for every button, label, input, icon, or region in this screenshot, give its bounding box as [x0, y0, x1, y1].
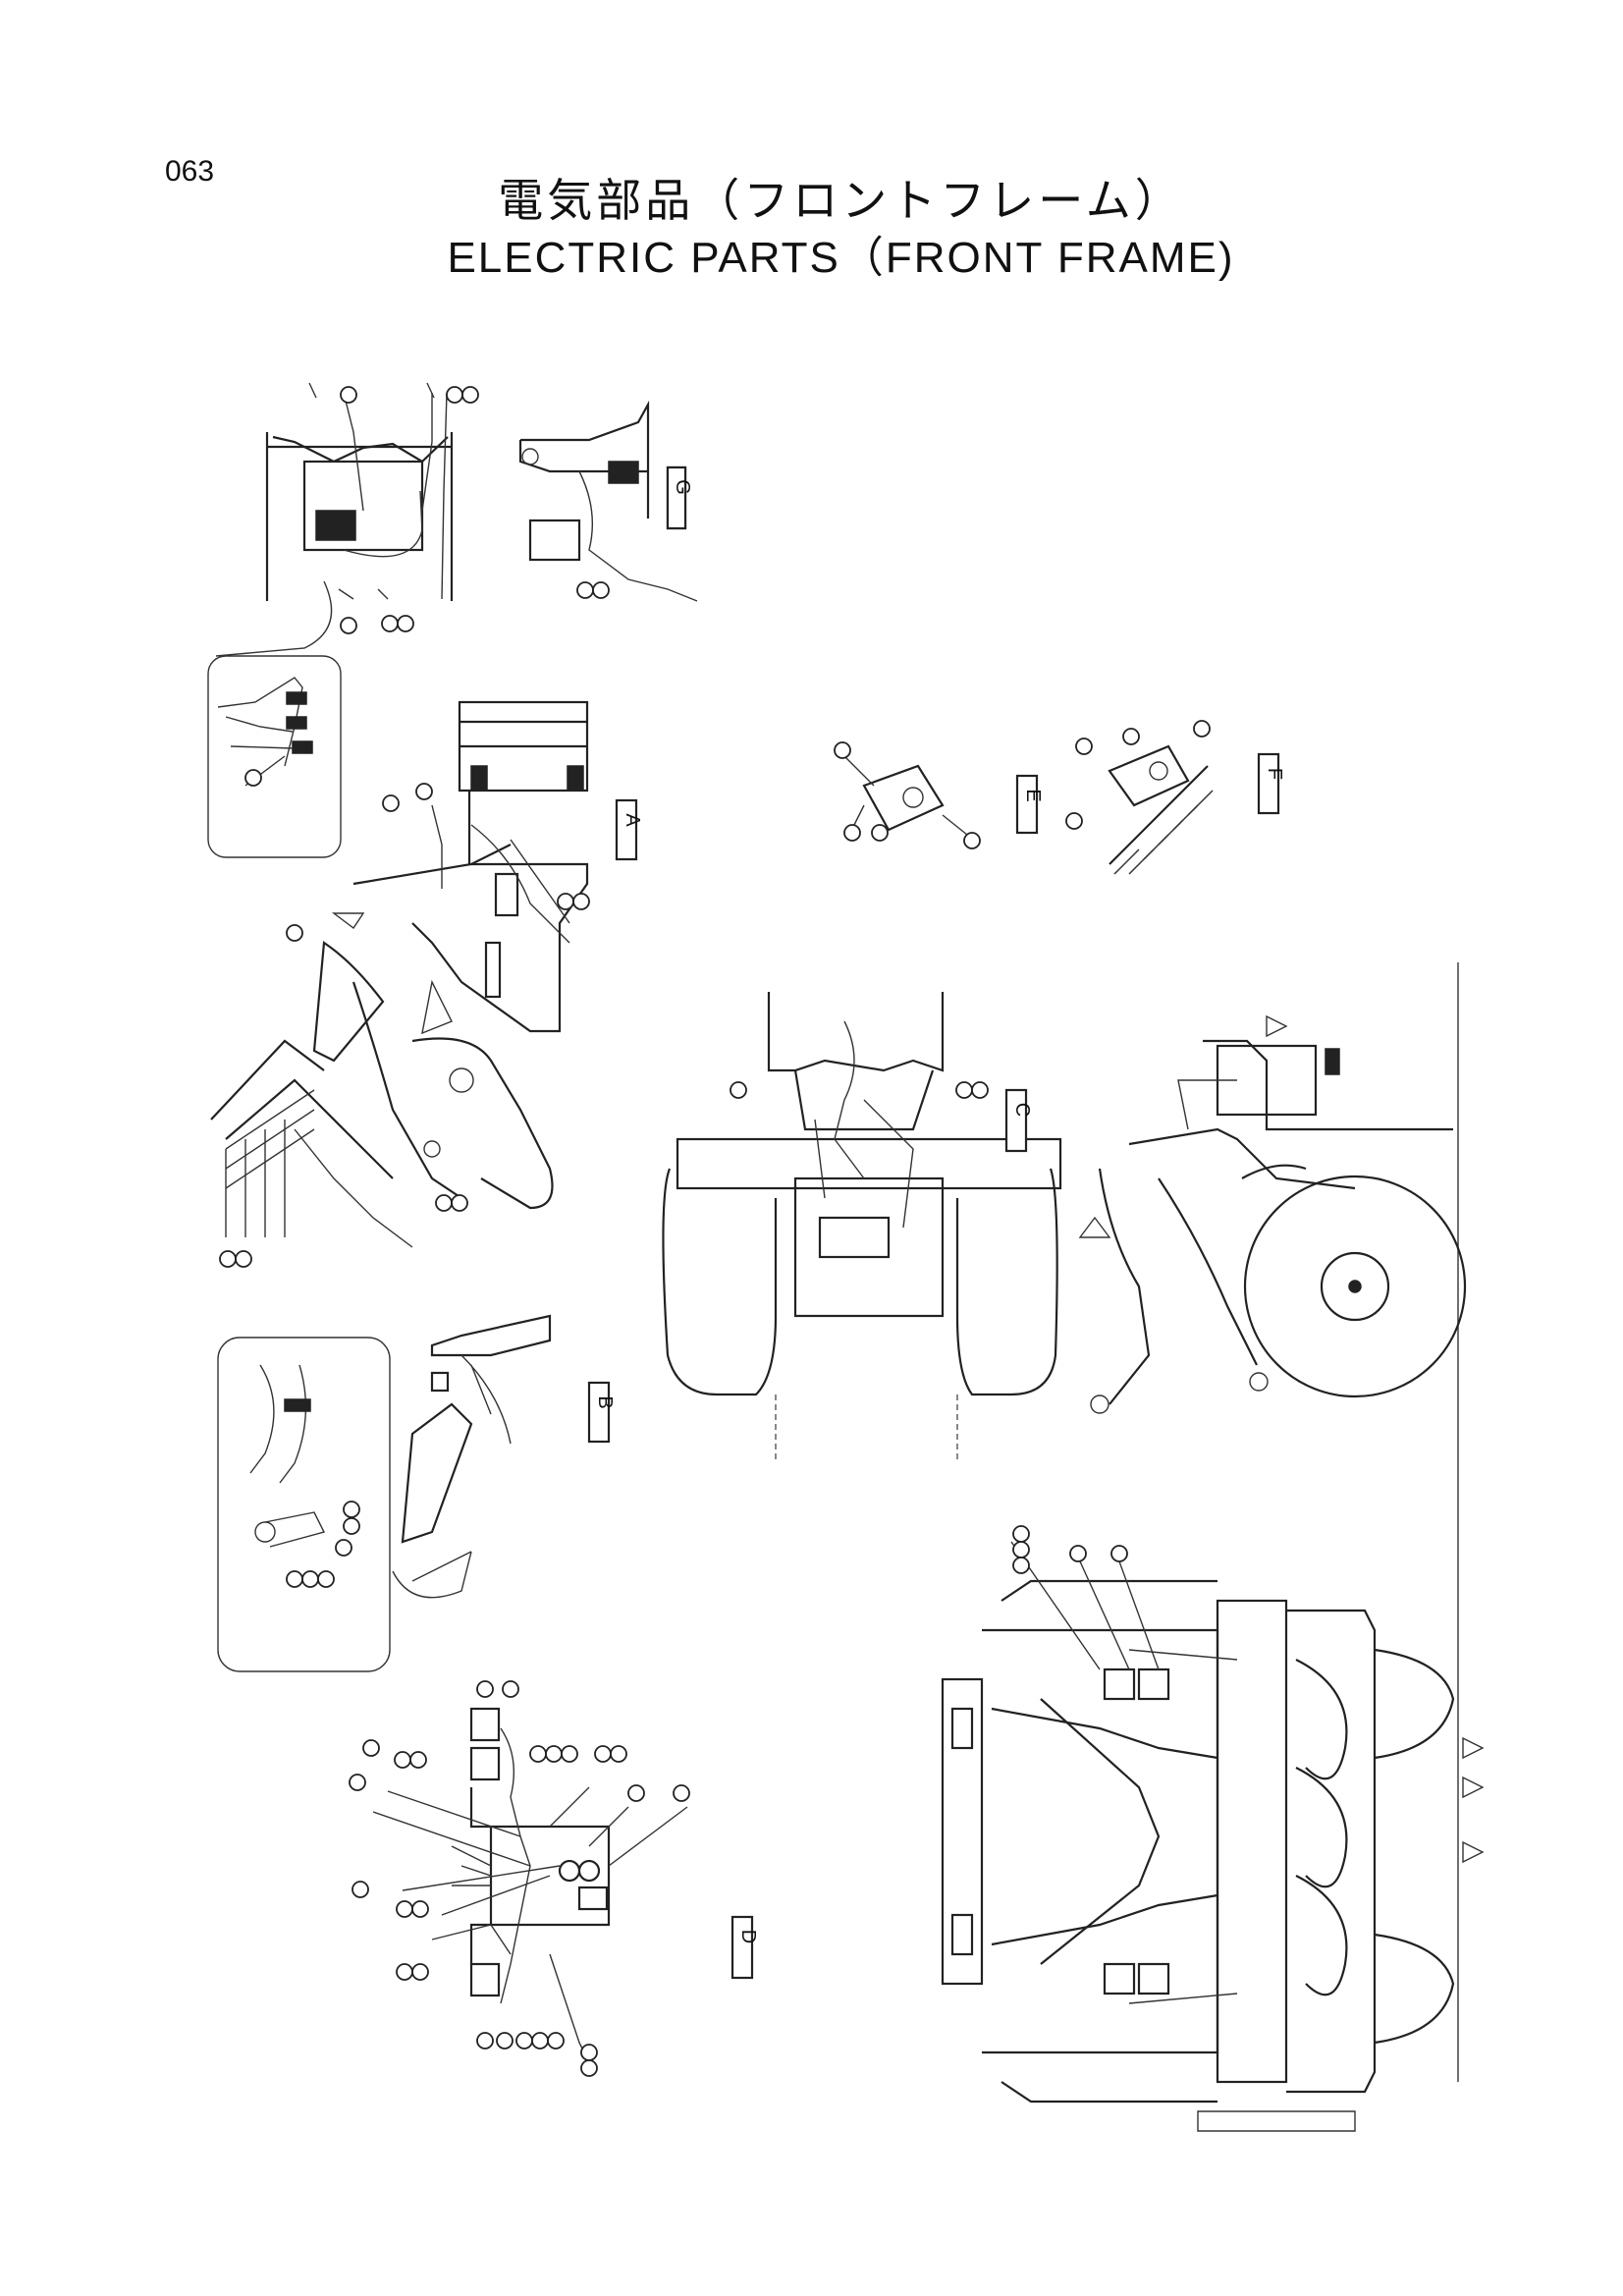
view-c-axle: [662, 992, 1062, 1463]
view-tag-a-label: A: [622, 813, 643, 827]
view-b-inset: [217, 1337, 391, 1672]
view-f-detail: [1065, 720, 1214, 875]
title-english: ELECTRIC PARTS（FRONT FRAME): [447, 234, 1235, 282]
view-tag-f-label: F: [1264, 768, 1285, 780]
view-tag-b: B: [587, 1381, 616, 1444]
view-tag-g: G: [666, 465, 693, 530]
view-tag-d-label: D: [737, 1930, 759, 1943]
page-number: 063: [165, 155, 215, 188]
view-tag-g-label: G: [672, 479, 693, 495]
view-a-arm: [210, 941, 554, 1268]
view-b-frame: [392, 1314, 552, 1599]
view-tag-d: D: [730, 1915, 759, 1980]
view-d-wiring: [349, 1680, 690, 2077]
front-frame-bucket-top-view: [941, 1525, 1485, 2132]
view-g-top-frame: [215, 382, 479, 657]
view-tag-e-label: E: [1022, 789, 1044, 801]
view-tag-e: E: [1015, 774, 1044, 835]
view-e-detail: [834, 741, 981, 849]
view-tag-c-label: C: [1011, 1103, 1033, 1117]
view-tag-a: A: [615, 798, 643, 861]
view-tag-b-label: B: [594, 1395, 616, 1408]
view-tag-f: F: [1257, 752, 1285, 815]
view-a-frame: [286, 700, 590, 1035]
inset-detail-g: [207, 655, 342, 858]
view-side-loader: [1078, 962, 1467, 2082]
title-japanese: 電気部品（フロントフレーム）: [498, 174, 1184, 227]
view-tag-c: C: [1004, 1088, 1033, 1153]
